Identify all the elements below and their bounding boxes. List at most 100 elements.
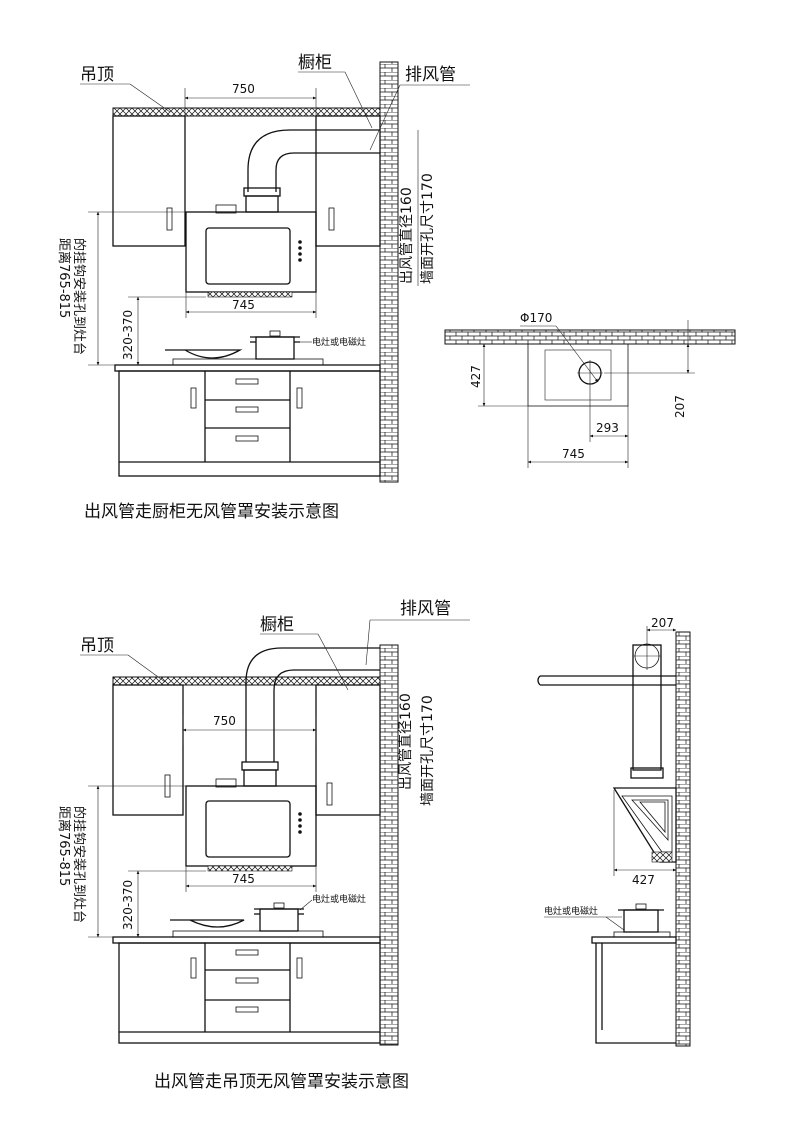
- plan-dim-207: 207: [673, 395, 687, 418]
- side-hood-inner: [631, 799, 669, 842]
- cooktop-2: [172, 930, 324, 938]
- hook-dim-text-line2-2: 距离765-815: [56, 806, 72, 886]
- cooking-pot-1: [250, 330, 300, 360]
- cabinet-handle: [328, 207, 335, 231]
- base-cabinet-2: [118, 942, 381, 1044]
- label-cabinet-1: 橱柜: [298, 53, 332, 73]
- diagram-1-duct-through-cabinet: 750 745 320-370 的挂钩安装孔到灶台 距离765-815 吊顶 橱…: [56, 53, 470, 522]
- cabinet-handle: [326, 782, 333, 806]
- dim-745-text-2: 745: [232, 872, 255, 886]
- base-cabinet-1: [118, 370, 381, 477]
- label-ceiling-2: 吊顶: [80, 636, 114, 656]
- dimension-320-370: 320-370: [121, 296, 206, 366]
- dimension-750-mid: 750: [182, 714, 317, 745]
- side-base-cabinet: [595, 943, 676, 1044]
- hook-dim-text-line2: 距离765-815: [56, 238, 72, 318]
- dim-750-text-2: 750: [213, 714, 236, 728]
- side-hood-body: [612, 787, 677, 863]
- side-duct-collar: [630, 767, 664, 779]
- hood-top-tab: [215, 204, 237, 214]
- door-handle: [190, 957, 197, 979]
- exhaust-duct-2: [245, 647, 380, 762]
- upper-cabinet-right-1: [315, 115, 381, 247]
- caption-2: 出风管走吊顶无风管罩安装示意图: [154, 1072, 409, 1092]
- plan-dim-293: 293: [596, 421, 619, 435]
- ceiling-1: [112, 107, 381, 117]
- dim-320-370-text-2: 320-370: [121, 880, 135, 930]
- side-countertop: [591, 936, 677, 944]
- hood-panel: [205, 227, 291, 285]
- dimension-hook-height: 的挂钩安装孔到灶台 距离765-815: [56, 211, 186, 366]
- cooktop-1: [172, 358, 324, 366]
- side-cooktop: [613, 931, 671, 938]
- hook-dim-text-line1-2: 的挂钩安装孔到灶台: [71, 806, 87, 923]
- dim-750-text: 750: [232, 82, 255, 96]
- plan-dim-745: 745: [562, 447, 585, 461]
- wall-hole-note-1: 墙面开孔尺寸170: [420, 173, 436, 284]
- dimension-320-370-2: 320-370: [121, 870, 206, 938]
- wall-hole-note-2: 墙面开孔尺寸170: [420, 695, 436, 806]
- side-pot: [618, 903, 664, 933]
- side-view: 207 427 电灶或电磁灶: [537, 616, 691, 1047]
- countertop-1: [114, 364, 381, 372]
- side-wall: [675, 631, 691, 1047]
- label-exhaust-1: 排风管: [405, 65, 456, 85]
- hood-top-tab: [215, 778, 237, 788]
- wall-1: [379, 61, 399, 483]
- wok-2: [170, 919, 245, 928]
- cabinet-handle: [166, 207, 173, 231]
- side-stove-label: 电灶或电磁灶: [544, 905, 598, 917]
- upper-cabinet-left-1: [112, 115, 186, 247]
- duct-collar: [243, 187, 281, 197]
- duct-diameter-note-1: 出风管直径160: [398, 187, 415, 284]
- drawer-handle: [235, 977, 259, 984]
- side-dim-427: 427: [632, 873, 655, 887]
- upper-cabinet-right-2: [315, 684, 381, 816]
- drawer-handle: [235, 435, 259, 442]
- countertop-2: [112, 936, 381, 944]
- stove-label-1: 电灶或电磁灶: [312, 336, 366, 348]
- dimension-750-top: 750: [184, 82, 317, 116]
- duct-collar: [241, 761, 279, 771]
- side-hood-filter: [651, 851, 673, 863]
- duct-diameter-note-2: 出风管直径160: [397, 693, 414, 790]
- plan-hood-inner: [544, 349, 612, 401]
- door-handle: [296, 387, 303, 409]
- dim-745-text: 745: [232, 298, 255, 312]
- caption-1: 出风管走厨柜无风管罩安装示意图: [84, 502, 339, 522]
- wok-1: [165, 349, 243, 359]
- dim-320-370-text: 320-370: [121, 310, 135, 360]
- cooking-pot-2: [254, 902, 304, 932]
- plan-view: Φ170 427 207 293 745: [444, 311, 736, 468]
- door-handle: [190, 387, 197, 409]
- label-ceiling-1: 吊顶: [80, 65, 114, 85]
- side-dim-207: 207: [651, 616, 674, 630]
- drawer-handle: [235, 1006, 259, 1013]
- plan-dim-427: 427: [469, 365, 483, 388]
- dimension-hook-height-2: 的挂钩安装孔到灶台 距离765-815: [56, 785, 186, 938]
- hood-panel: [205, 800, 291, 858]
- drawer-handle: [235, 378, 259, 385]
- wall-2: [379, 644, 399, 1046]
- hook-dim-text-line1: 的挂钩安装孔到灶台: [71, 238, 87, 355]
- side-hood-glass: [621, 795, 673, 853]
- duct-collar: [243, 769, 277, 787]
- upper-cabinet-left-2: [112, 684, 184, 816]
- plan-hood-outline: [527, 343, 629, 407]
- diagram-2-duct-through-ceiling: 750 745 320-370 的挂钩安装孔到灶台 距离765-815 吊顶 橱…: [56, 599, 470, 1092]
- plan-dim-phi: Φ170: [520, 311, 552, 325]
- hood-filter-strip: [207, 865, 293, 872]
- label-exhaust-2: 排风管: [400, 599, 451, 619]
- door-handle: [296, 957, 303, 979]
- dimension-745-hood: 745: [185, 292, 317, 318]
- duct-collar: [245, 195, 279, 213]
- side-ceiling: [537, 675, 676, 686]
- drawer-handle: [235, 949, 259, 956]
- stove-label-2: 电灶或电磁灶: [312, 893, 366, 905]
- hood-control-buttons: [298, 812, 302, 834]
- exhaust-duct-1: [247, 129, 380, 192]
- plan-wall: [444, 329, 736, 345]
- drawer-handle: [235, 406, 259, 413]
- hood-filter-strip: [207, 291, 293, 298]
